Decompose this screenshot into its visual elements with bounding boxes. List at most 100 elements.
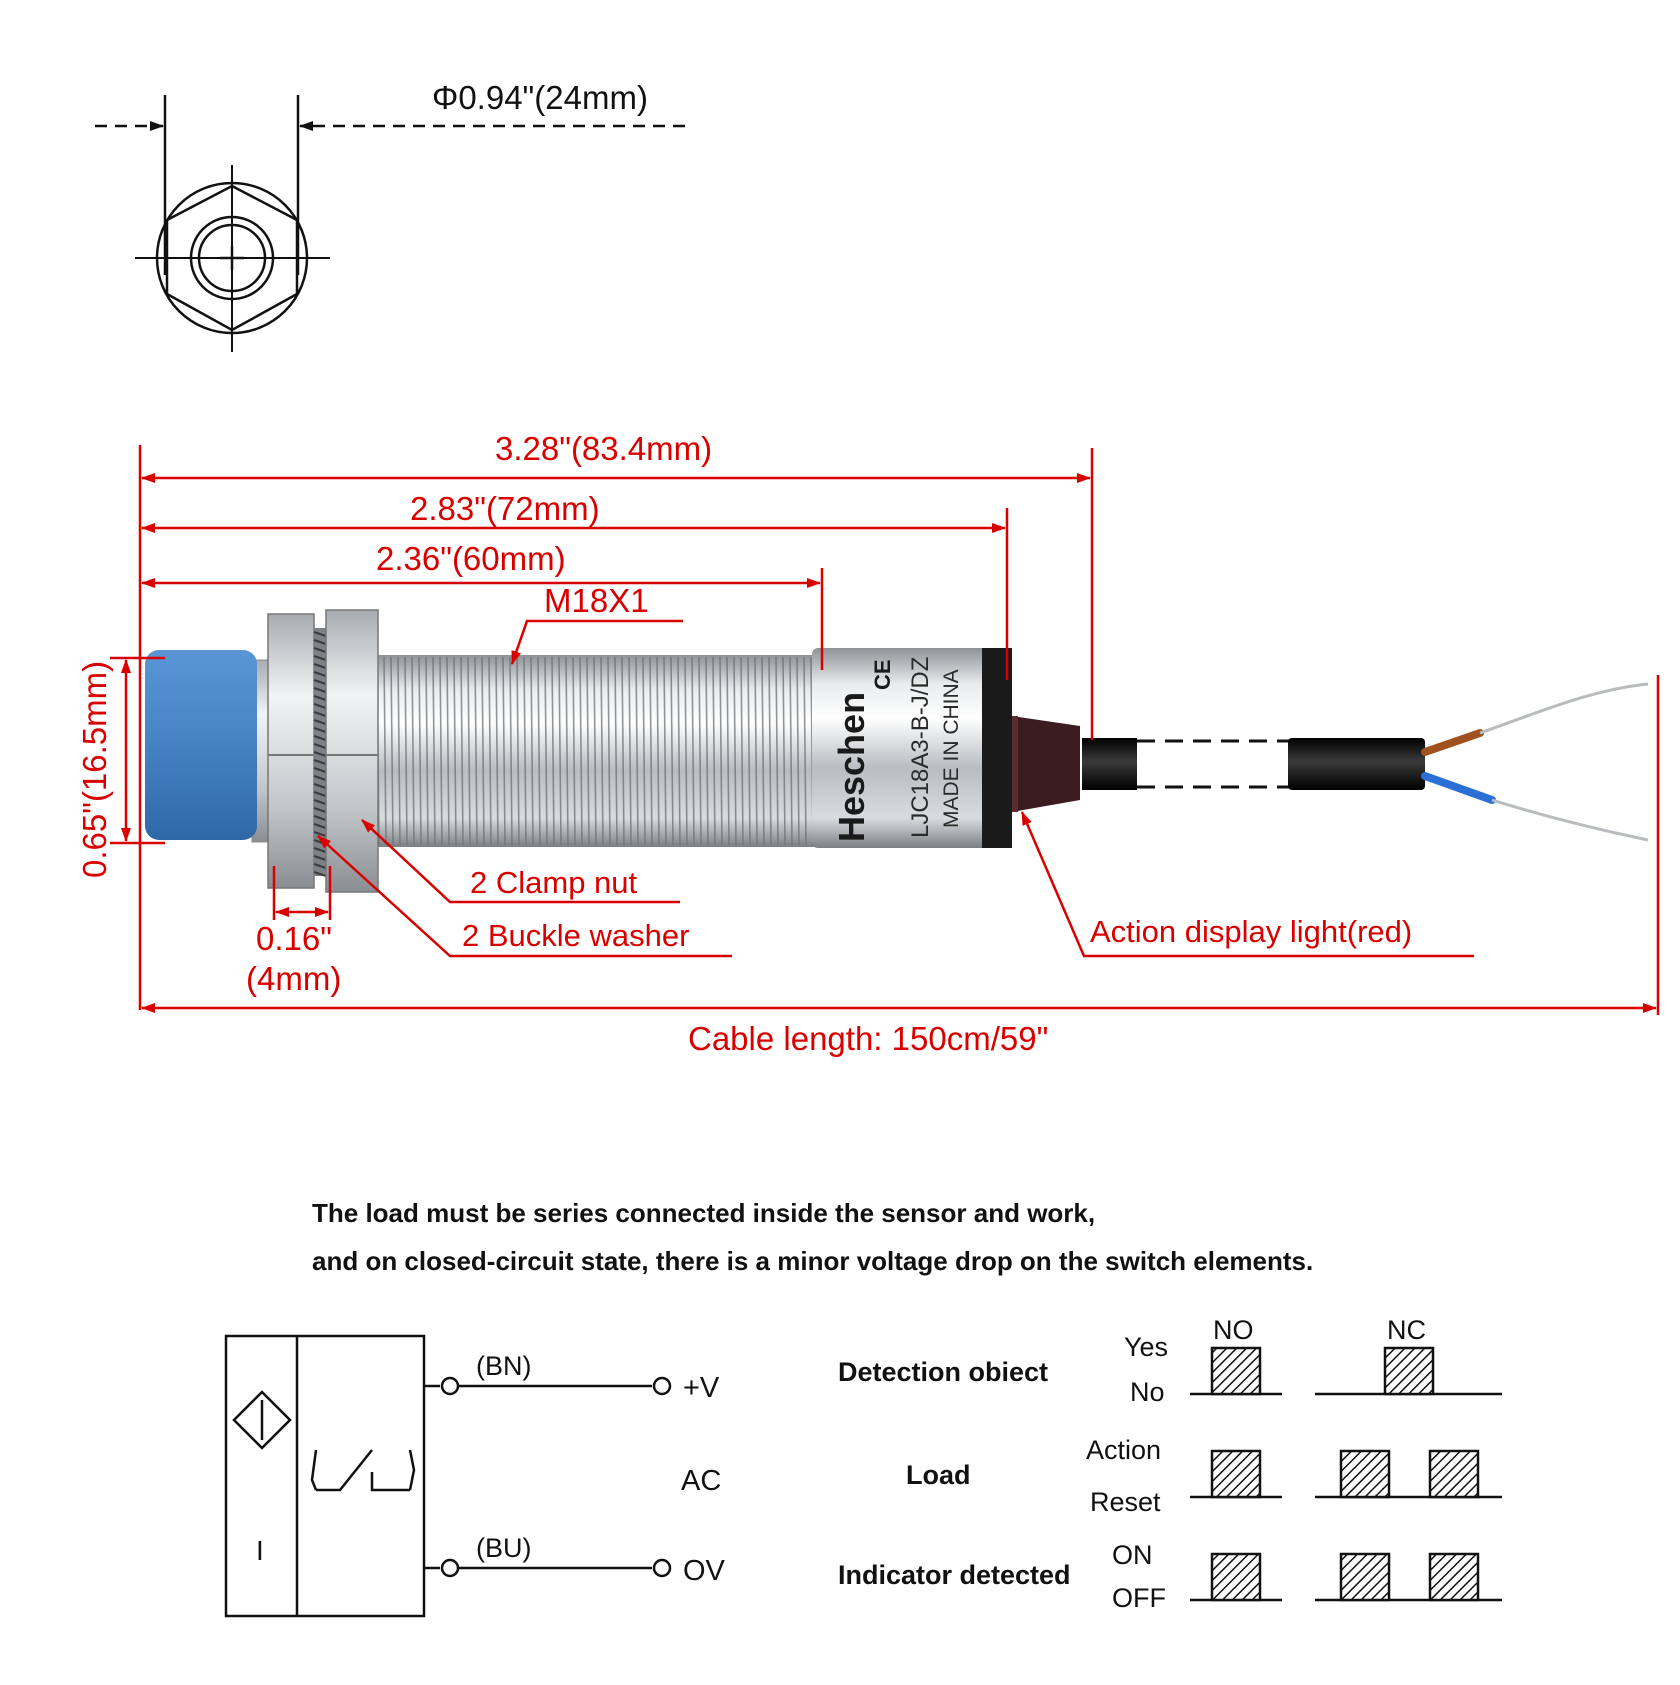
wave-nc-row2-pulse-a [1339,1449,1391,1499]
thread-ridge [432,656,436,846]
thread-ridge [467,656,471,846]
bn-terminal-right [652,1376,672,1396]
thread-ridge [684,656,688,846]
thread-ridge [418,656,422,846]
sleeve-origin: MADE IN CHINA [940,669,963,828]
washer-tooth [313,671,327,677]
washer-leader [317,835,732,958]
thread-ridge [544,656,548,846]
washer-callout: 2 Buckle washer [462,918,689,953]
wave-nc-row3-pulse-a [1339,1552,1391,1602]
thread-ridge [453,656,457,846]
washer-tooth [313,647,327,653]
thread-ridge [460,656,464,846]
washer-tooth [313,719,327,725]
row-indicator-top: ON [1112,1540,1153,1570]
thread-ridge [579,656,583,846]
washer-tooth [313,655,327,661]
thread-ridge [740,656,744,846]
thread-ridge [796,656,800,846]
thread-ridge [754,656,758,846]
washer-tooth [313,791,327,797]
header-no: NO [1213,1315,1254,1345]
washer-tooth [313,687,327,693]
thread-ridge [488,656,492,846]
washer-tooth [313,703,327,709]
blue-wire [1421,772,1496,804]
clamp-nut-leader [361,819,680,904]
dim-total-label: 3.28"(83.4mm) [495,430,712,467]
washer-tooth [313,815,327,821]
thread-ridge [726,656,730,846]
blue-wire-strands [1491,798,1649,842]
thread-ridge [586,656,590,846]
strain-relief [1012,716,1080,812]
thread-ridge [803,656,807,846]
washer-tooth [313,847,327,853]
thread-ridge [607,656,611,846]
wave-nc-row1-pulse [1383,1346,1435,1396]
sensor-symbol-diamond [232,1390,292,1450]
washer-tooth [313,751,327,757]
washer-tooth [313,767,327,773]
label-sleeve [812,648,1012,848]
washer-tooth [313,775,327,781]
wave-nc-row2-pulse-b [1428,1449,1480,1499]
ac-label: AC [681,1465,721,1497]
row-detection-label: Detection obiect [838,1357,1048,1387]
thread-ridge [551,656,555,846]
header-nc: NC [1387,1315,1426,1345]
indicator-lens [1010,716,1018,812]
sleeve-ce-mark: CE [870,659,895,690]
thread-ridge [558,656,562,846]
bn-label: (BN) [476,1351,532,1381]
bu-label: (BU) [476,1533,532,1563]
row-load-bottom: Reset [1090,1487,1161,1517]
row-detection-bottom: No [1130,1377,1165,1407]
note-line-2: and on closed-circuit state, there is a … [312,1246,1313,1276]
bn-terminal-left [440,1376,460,1396]
dimension-lines [110,445,1660,1015]
brown-wire [1421,729,1484,756]
washer-tooth [313,743,327,749]
thread-ridge [439,656,443,846]
thread-ridge [698,656,702,846]
washer-tooth [313,823,327,829]
thread-ridge [383,656,387,846]
washer-tooth [313,759,327,765]
thread-ridge [565,656,569,846]
brown-wire-strands [1479,682,1649,735]
dim-thread-label: 2.36"(60mm) [376,540,566,577]
thread-ridge [572,656,576,846]
note-line-1: The load must be series connected inside… [312,1198,1095,1228]
thread-ridge [705,656,709,846]
light-leader [1020,811,1474,958]
timing-waveforms [1190,1346,1502,1602]
thread-ridge [397,656,401,846]
washer-tooth [313,711,327,717]
light-callout: Action display light(red) [1090,914,1412,949]
bu-terminal-left [440,1558,460,1578]
thread-ridge [712,656,716,846]
thread-ridge [481,656,485,846]
sleeve-end-band [982,648,1012,848]
clamp-nut-1 [267,613,315,889]
washer-tooth [313,639,327,645]
sleeve-model: LJC18A3-B-J/DZ [907,657,934,838]
wiring-schematic [224,1334,672,1618]
plus-v-label: +V [683,1372,720,1404]
washer-tooth [313,679,327,685]
thread-ridge [761,656,765,846]
thread-ridge [523,656,527,846]
thread-ridge [593,656,597,846]
coil-label: I [256,1535,264,1566]
thread-ridge [663,656,667,846]
thread-ridge [775,656,779,846]
row-load-top: Action [1086,1435,1161,1465]
thread-lines [355,656,814,846]
cable-stub [1082,738,1137,790]
thread-ridge [789,656,793,846]
row-indicator-label: Indicator detected [838,1560,1071,1590]
washer-tooth [313,871,327,877]
